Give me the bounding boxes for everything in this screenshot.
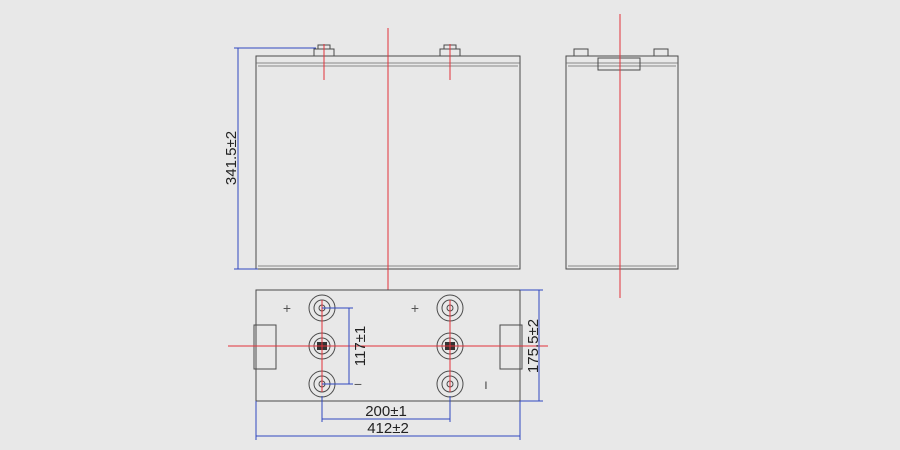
height-dimension: 341.5±2 [223,47,316,270]
terminal-pitch-horizontal-label: 200±1 [365,403,407,420]
side-view [565,14,679,298]
depth-dimension: 175.5±2 [520,289,543,402]
side-view-body [565,55,679,270]
terminal-pitch-horizontal-dimension: 200±1 [321,396,451,422]
right-handle [499,324,523,370]
positive-symbol-left: + [283,300,291,316]
negative-symbol-left: − [354,376,362,392]
positive-symbol-right: + [411,300,419,316]
height-dimension-label: 341.5±2 [223,131,240,185]
length-dimension-label: 412±2 [367,420,409,437]
depth-dimension-label: 175.5±2 [525,319,542,373]
side-left-terminal-icon [573,48,589,57]
left-handle [253,324,277,370]
length-dimension: 412±2 [255,401,521,440]
side-right-terminal-icon [653,48,669,57]
terminal-pitch-vertical-dimension: 117±1 [322,307,369,385]
terminal-pitch-vertical-label: 117±1 [352,326,369,367]
front-view: 341.5±2 [223,28,521,290]
negative-symbol-right: ı [484,376,488,392]
side-view-label-plate [597,57,641,71]
top-view: + + − ı 117±1 175.5±2 200±1 [228,289,548,440]
